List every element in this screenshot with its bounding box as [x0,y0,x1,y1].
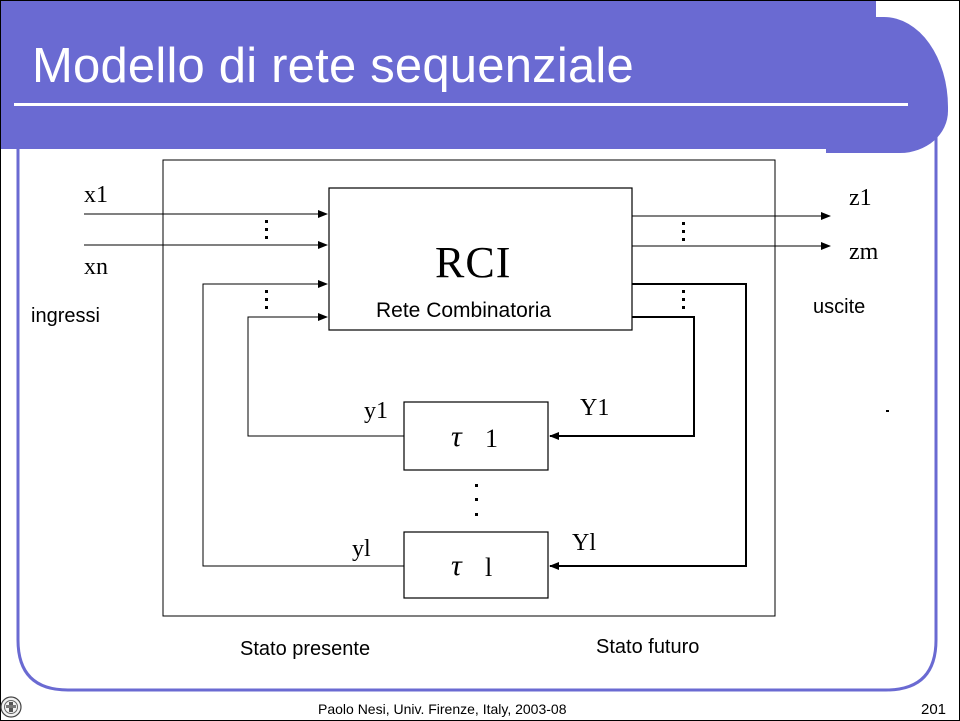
feedback-yl-path [202,280,404,567]
present-state-caption: Stato presente [240,638,371,660]
output-label-z1: z1 [849,185,872,211]
output-label-zm: zm [849,239,879,265]
inputs-caption: ingressi [31,305,100,327]
future-Y1-path [549,316,695,440]
delay-l-symbol: τ [451,549,462,582]
ellipsis-dots [265,220,685,516]
delay-l-input-label: Yl [572,530,596,556]
university-seal-icon [0,696,22,718]
rci-description: Rete Combinatoria [376,299,552,322]
rci-block [328,187,633,331]
future-Yl-path [549,283,747,570]
page-number: 201 [921,701,947,718]
title-underline [14,103,908,106]
rci-label: RCI [435,238,512,287]
future-state-caption: Stato futuro [596,636,700,658]
slide-title: Modello di rete sequenziale [32,39,634,93]
feedback-y1-path [247,313,404,437]
input-label-xn: xn [84,254,108,280]
stray-dot [886,410,889,412]
delay-l-output-label: yl [352,536,371,562]
delay-1-index: 1 [485,424,498,453]
title-band [1,1,876,149]
outputs-caption: uscite [813,296,866,318]
delay-block-1 [403,401,549,471]
input-label-x1: x1 [84,182,108,208]
delay-1-symbol: τ [451,420,462,453]
delay-l-index: l [485,553,493,582]
delay-1-output-label: y1 [364,398,388,424]
outer-boundary [162,159,776,617]
footer-credit: Paolo Nesi, Univ. Firenze, Italy, 2003-0… [318,701,567,717]
delay-block-l [403,531,549,599]
delay-1-input-label: Y1 [580,395,610,421]
